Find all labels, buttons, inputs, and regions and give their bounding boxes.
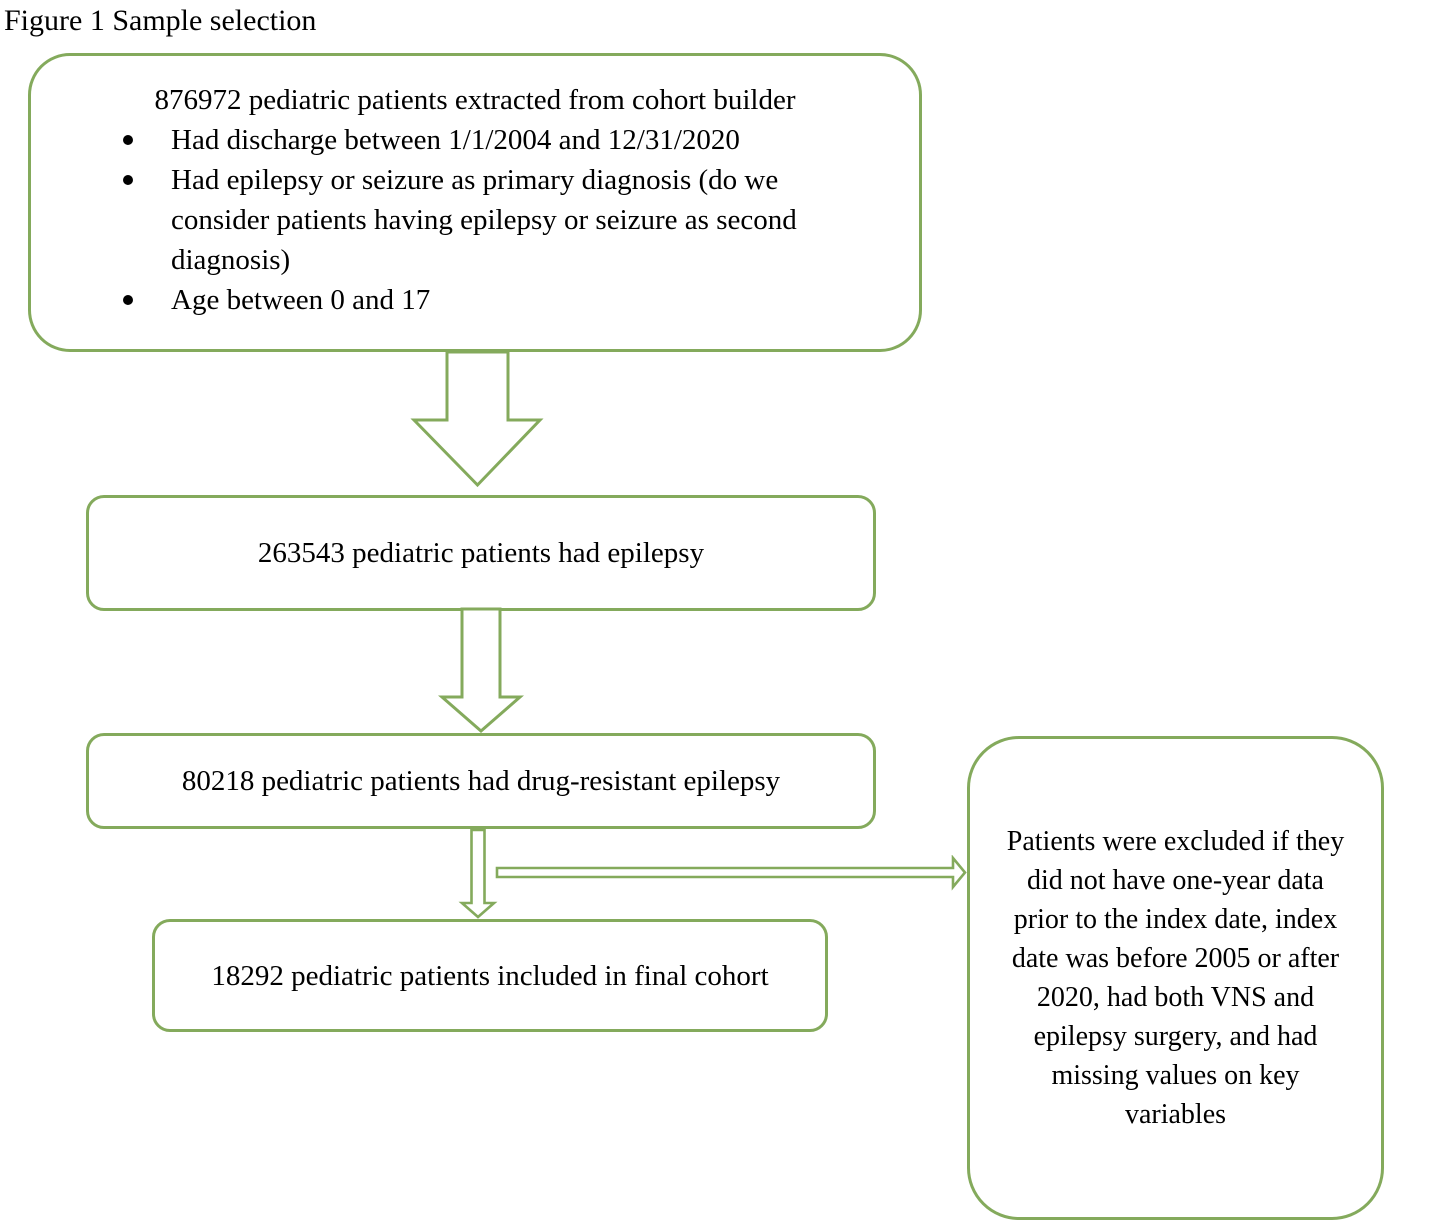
flow-box-epilepsy: 263543 pediatric patients had epilepsy: [86, 495, 876, 611]
criteria-discharge-dates: Had discharge between 1/1/2004 and 12/31…: [123, 120, 823, 160]
drug-resistant-count-text: 80218 pediatric patients had drug-resist…: [181, 765, 781, 797]
right-arrow-icon-exclusion: [495, 855, 967, 891]
criteria-age-range: Age between 0 and 17: [123, 280, 823, 320]
cohort-criteria-list: Had discharge between 1/1/2004 and 12/31…: [123, 120, 823, 320]
flow-box-cohort-extraction: 876972 pediatric patients extracted from…: [28, 53, 922, 352]
flow-box-drug-resistant-epilepsy: 80218 pediatric patients had drug-resist…: [86, 733, 876, 829]
exclusion-criteria-text: Patients were excluded if they did not h…: [1006, 826, 1345, 1130]
criteria-primary-diagnosis: Had epilepsy or seizure as primary diagn…: [123, 160, 823, 280]
epilepsy-count-text: 263543 pediatric patients had epilepsy: [257, 537, 705, 569]
flow-box-final-cohort: 18292 pediatric patients included in fin…: [152, 919, 828, 1032]
flow-box-exclusion-criteria: Patients were excluded if they did not h…: [967, 736, 1384, 1220]
cohort-extraction-heading: 876972 pediatric patients extracted from…: [154, 84, 796, 116]
down-arrow-icon-small: [458, 828, 498, 919]
final-cohort-count-text: 18292 pediatric patients included in fin…: [211, 959, 769, 992]
down-arrow-icon-medium: [437, 607, 525, 733]
down-arrow-icon-large: [410, 350, 544, 488]
figure-title: Figure 1 Sample selection: [4, 4, 317, 37]
